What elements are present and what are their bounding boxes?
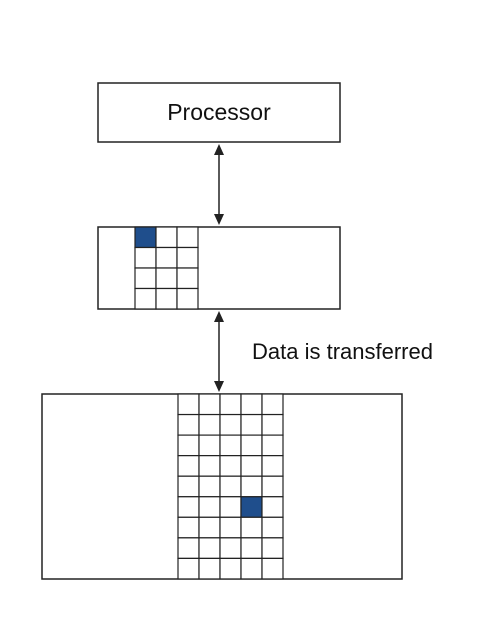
- block-cell: [198, 516, 221, 539]
- block-cell: [261, 537, 284, 559]
- block-cell: [177, 413, 200, 436]
- lower-level-block: [41, 393, 403, 580]
- block-cell: [219, 434, 242, 457]
- block-cell: [177, 434, 200, 457]
- block-cell: [155, 287, 178, 310]
- highlighted-block: [240, 496, 263, 518]
- block-cell: [155, 267, 178, 290]
- block-cell: [219, 557, 242, 580]
- block-cell: [155, 246, 178, 269]
- block-cell: [219, 475, 242, 498]
- block-cell: [176, 267, 199, 290]
- processor-block: Processor: [97, 82, 341, 143]
- block-cell: [261, 393, 284, 416]
- block-cell: [219, 537, 242, 559]
- block-cell: [240, 434, 263, 457]
- block-cell: [219, 455, 242, 477]
- block-cell: [198, 393, 221, 416]
- block-cell: [261, 434, 284, 457]
- block-cell: [176, 246, 199, 269]
- block-cell: [240, 475, 263, 498]
- block-cell: [177, 455, 200, 477]
- block-cell: [134, 267, 157, 290]
- block-cell: [219, 393, 242, 416]
- block-cell: [240, 393, 263, 416]
- block-cell: [198, 413, 221, 436]
- block-cell: [177, 537, 200, 559]
- block-cell: [261, 455, 284, 477]
- arrow-head-up: [214, 144, 224, 155]
- block-cell: [198, 455, 221, 477]
- block-cell: [198, 496, 221, 518]
- block-cell: [134, 246, 157, 269]
- block-cell: [219, 516, 242, 539]
- block-cell: [177, 496, 200, 518]
- block-cell: [240, 557, 263, 580]
- block-cell: [155, 226, 178, 249]
- block-cell: [177, 557, 200, 580]
- block-cell: [198, 434, 221, 457]
- block-cell: [261, 475, 284, 498]
- block-cell: [219, 496, 242, 518]
- upper-level-box: [97, 226, 341, 310]
- block-cell: [261, 413, 284, 436]
- arrow-processor-upper: [214, 144, 224, 225]
- arrow-head-up: [214, 311, 224, 322]
- block-cell: [219, 413, 242, 436]
- block-cell: [240, 455, 263, 477]
- block-cell: [176, 287, 199, 310]
- block-cell: [240, 516, 263, 539]
- block-cell: [261, 516, 284, 539]
- lower-level-grid: [177, 393, 284, 580]
- upper-level-block: [97, 226, 341, 310]
- block-cell: [261, 496, 284, 518]
- processor-box: [97, 82, 341, 143]
- block-cell: [240, 413, 263, 436]
- block-cell: [176, 226, 199, 249]
- arrow-head-down: [214, 214, 224, 225]
- processor-label: Processor: [167, 99, 271, 125]
- block-cell: [240, 537, 263, 559]
- block-cell: [261, 557, 284, 580]
- transfer-label: Data is transferred: [252, 339, 433, 364]
- block-cell: [177, 475, 200, 498]
- upper-level-grid: [134, 226, 199, 310]
- block-cell: [177, 393, 200, 416]
- highlighted-block: [134, 226, 157, 249]
- block-cell: [198, 557, 221, 580]
- block-cell: [198, 475, 221, 498]
- block-cell: [198, 537, 221, 559]
- arrow-head-down: [214, 381, 224, 392]
- block-cell: [177, 516, 200, 539]
- arrow-upper-lower: [214, 311, 224, 392]
- block-cell: [134, 287, 157, 310]
